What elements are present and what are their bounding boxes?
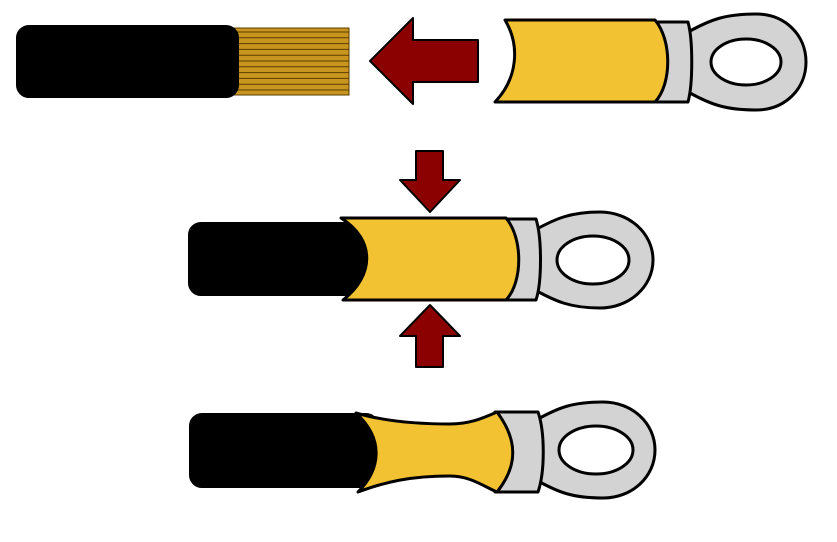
wire-in-terminal <box>188 210 655 310</box>
wire-insulation <box>16 25 239 98</box>
copper-strand-lines <box>236 31 349 91</box>
stripped-wire <box>16 25 350 98</box>
wire-insulation <box>189 413 379 488</box>
wire-insulation <box>188 222 375 296</box>
terminal-ring-hole <box>555 234 631 286</box>
arrow-down-icon <box>399 150 461 213</box>
terminal-sleeve <box>493 18 670 104</box>
terminal-ring-hole <box>709 37 783 87</box>
crimped-terminal <box>189 400 657 500</box>
ring-terminal-icon <box>493 12 808 112</box>
arrow-left-icon <box>369 17 479 105</box>
arrow-up-icon <box>399 304 461 368</box>
terminal-ring-hole <box>557 424 635 476</box>
terminal-sleeve-crimped <box>354 410 515 494</box>
terminal-sleeve <box>339 216 521 302</box>
